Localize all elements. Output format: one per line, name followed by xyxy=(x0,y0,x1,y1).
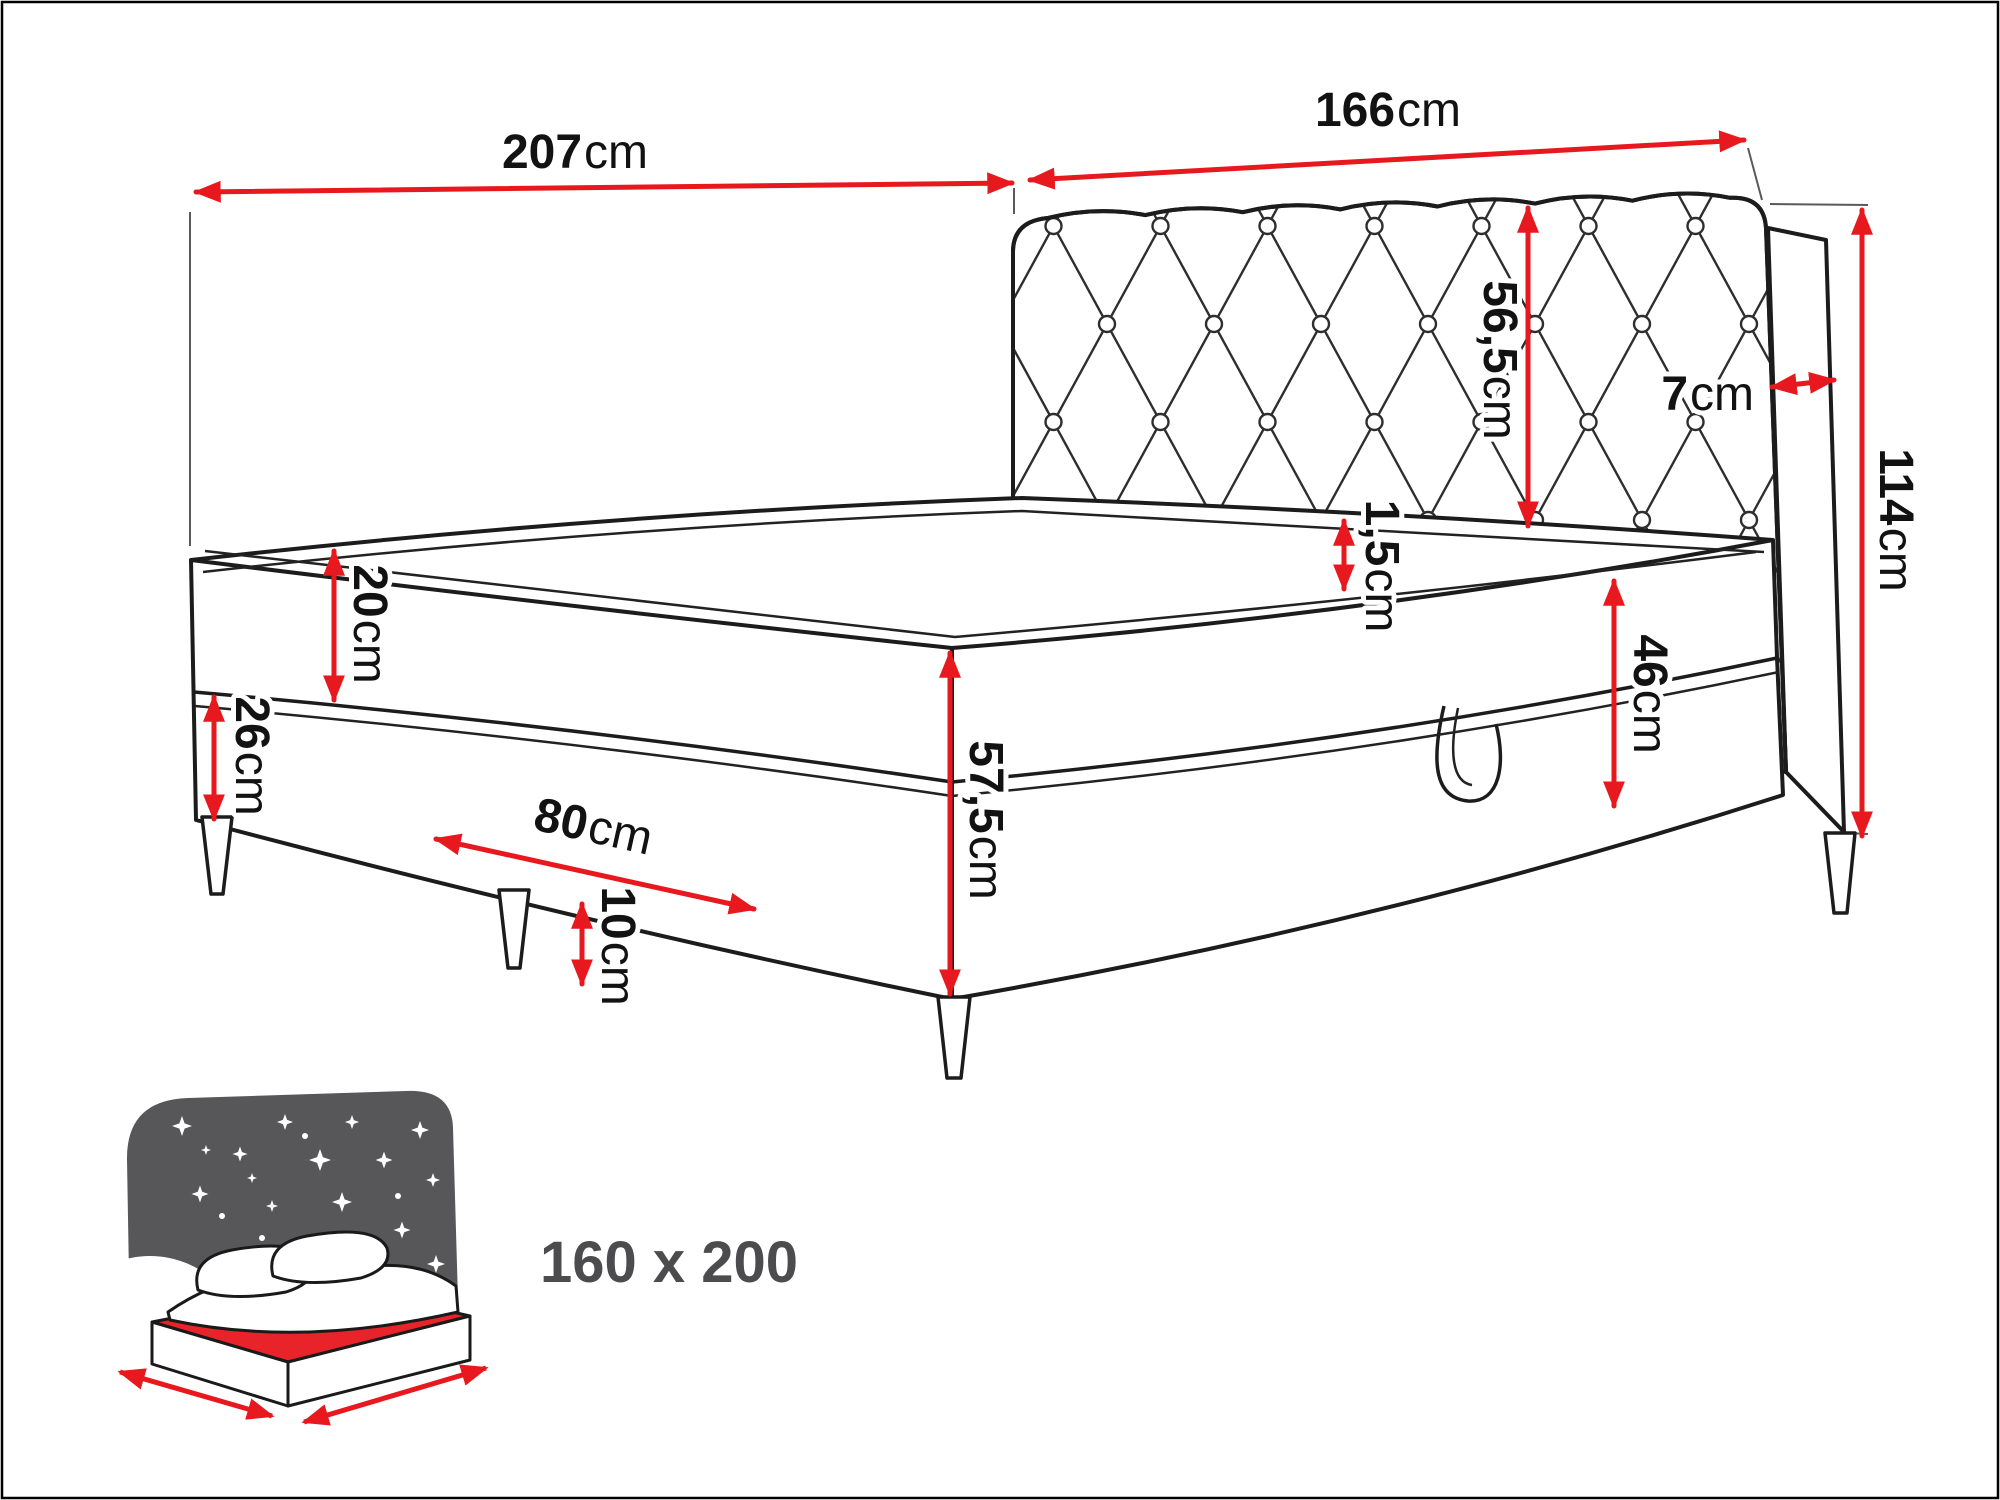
dimension-label: 207cm xyxy=(502,126,648,179)
drawer-handle xyxy=(1435,705,1503,803)
dimension-headboard-depth: 7cm xyxy=(1656,363,1837,426)
mattress-base-seam-foot xyxy=(193,690,953,784)
dimension-label: 166cm xyxy=(1315,84,1461,137)
bed-size-icon: 160 x 200 xyxy=(54,1090,798,1448)
dimension-label: 20cm xyxy=(343,564,396,683)
dimension-headboard-height: 56,5cm xyxy=(1468,205,1539,529)
dimension-label: 26cm xyxy=(225,696,278,815)
dimension-leg-height: 10cm xyxy=(571,881,649,1011)
dimension-edge-welt: 1,5cm xyxy=(1333,495,1413,637)
star-dot xyxy=(302,1133,308,1139)
dimension-base-height: 57,5cm xyxy=(939,650,1017,997)
star-dot xyxy=(219,1213,225,1219)
dimension-label: 56,5cm xyxy=(1473,280,1526,439)
mattress-base-seam-side xyxy=(951,656,1778,784)
icon-width-arrow xyxy=(117,1368,275,1420)
icon-pillow xyxy=(270,1230,390,1284)
dimension-side-height: 46cm xyxy=(1603,578,1681,809)
dimension-label: 57,5cm xyxy=(959,740,1012,899)
bed-size-label: 160 x 200 xyxy=(540,1230,798,1295)
dimension-total-height: 114cm xyxy=(1851,207,1927,839)
dimension-label: 10cm xyxy=(591,886,644,1005)
dimension-width: 166cm xyxy=(1027,79,1747,190)
dimension-annotations: 207cm 166cm 56,5cm 7cm 114cm 20cm 26cm xyxy=(193,79,1927,1011)
dimension-label: 7cm xyxy=(1661,368,1754,421)
dimension-label: 46cm xyxy=(1623,634,1676,753)
icon-length-arrow xyxy=(301,1364,489,1426)
drawer-handle-inner xyxy=(1452,707,1473,787)
mattress-base-seam-foot-2 xyxy=(194,704,953,798)
bed-leg xyxy=(1823,831,1857,915)
bed-leg xyxy=(936,995,972,1080)
dimension-total-length: 207cm xyxy=(193,121,1015,203)
dimension-label: 1,5cm xyxy=(1355,500,1408,633)
mattress-piping-front xyxy=(204,549,1757,639)
mattress-base-seam-side-2 xyxy=(951,670,1780,798)
star-dot xyxy=(395,1193,401,1199)
dimension-label: 114cm xyxy=(1869,448,1922,591)
mattress-front-edges xyxy=(190,538,1774,650)
dimension-mattress-height: 20cm xyxy=(323,548,401,703)
star-dot xyxy=(259,1235,265,1241)
dimension-lower-frame-height: 26cm xyxy=(203,691,283,822)
